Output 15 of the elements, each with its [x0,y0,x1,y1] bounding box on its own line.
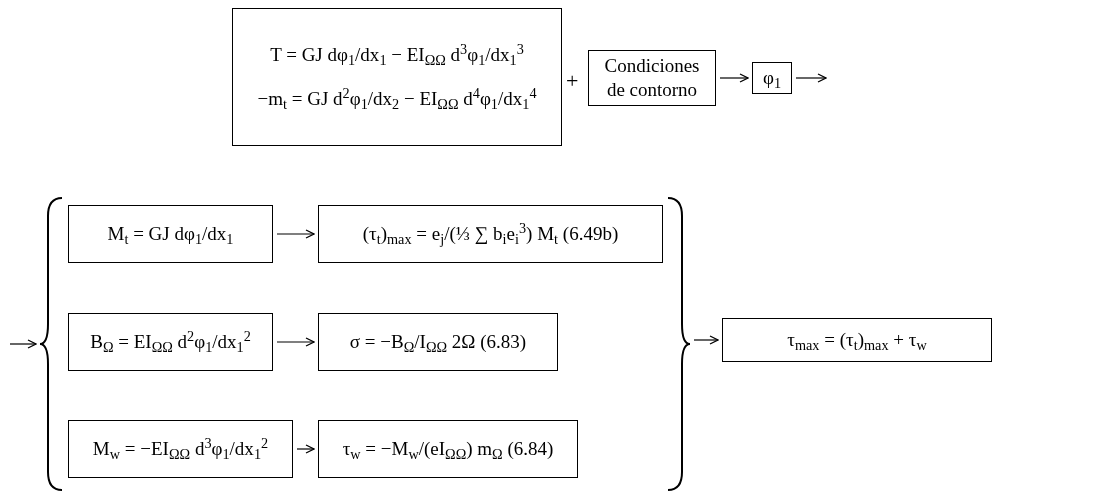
formula-box: Condiciones de contorno [588,50,716,106]
arrow [276,229,315,239]
formula-box: τ$_{max}$ = (τ$_{t}$)$_{max}$ + τ$_{w}$ [722,318,992,362]
arrow [693,335,719,345]
formula-box: σ = −B$_{Ω}$/I$_{ΩΩ}$ 2Ω (6.83) [318,313,558,371]
arrow [9,339,37,349]
arrow [719,73,749,83]
formula-box: φ$_{1}$ [752,62,792,94]
plus-sign: + [566,67,579,95]
arrow [795,73,827,83]
formula-box: τ$_{w}$ = −M$_{w}$/(eI$_{ΩΩ}$) m$_{Ω}$ (6.84) [318,420,578,478]
formula-box: M$_{t}$ = GJ dφ$_{1}$/dx$_{1}$ [68,205,273,263]
arrow [276,337,315,347]
arrow [296,444,315,454]
formula-box: (τ$_{t}$)$_{max}$ = e$_{j}$/(⅓ ∑ b$_{i}$e$_{i}$$^{3}$) M$_{t}$ (6.49b) [318,205,663,263]
